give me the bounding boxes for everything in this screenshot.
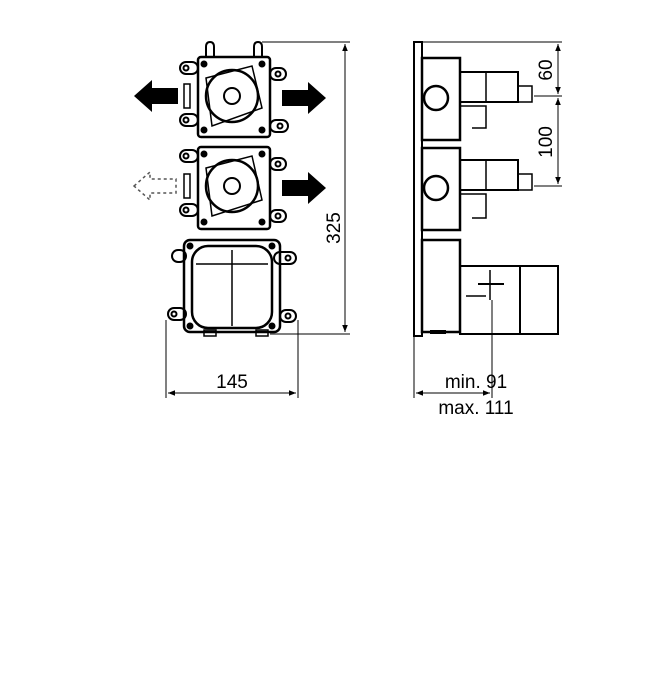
depth-min-label: min. 91 <box>445 372 507 393</box>
depth-max-label: max. 111 <box>438 398 513 419</box>
side-view <box>413 41 559 337</box>
front-view <box>167 40 297 337</box>
dimension-offset-60 <box>420 41 562 97</box>
dashed-arrow-left-icon <box>132 170 177 202</box>
dimension-height <box>262 41 350 335</box>
dimension-depth <box>413 300 493 398</box>
height-label: 325 <box>324 212 345 244</box>
thermostat-module <box>167 238 297 337</box>
spacing-label: 100 <box>536 126 557 158</box>
valve-module-middle <box>179 145 287 231</box>
valve-module-top <box>179 40 289 139</box>
outlet-arrow-left-top <box>134 80 178 112</box>
width-label: 145 <box>216 372 248 393</box>
offset-label: 60 <box>536 59 557 80</box>
outlet-arrow-right-middle <box>282 172 326 204</box>
dimension-spacing-100 <box>534 98 562 187</box>
dimension-width <box>165 320 299 398</box>
outlet-arrow-right-top <box>282 82 326 114</box>
